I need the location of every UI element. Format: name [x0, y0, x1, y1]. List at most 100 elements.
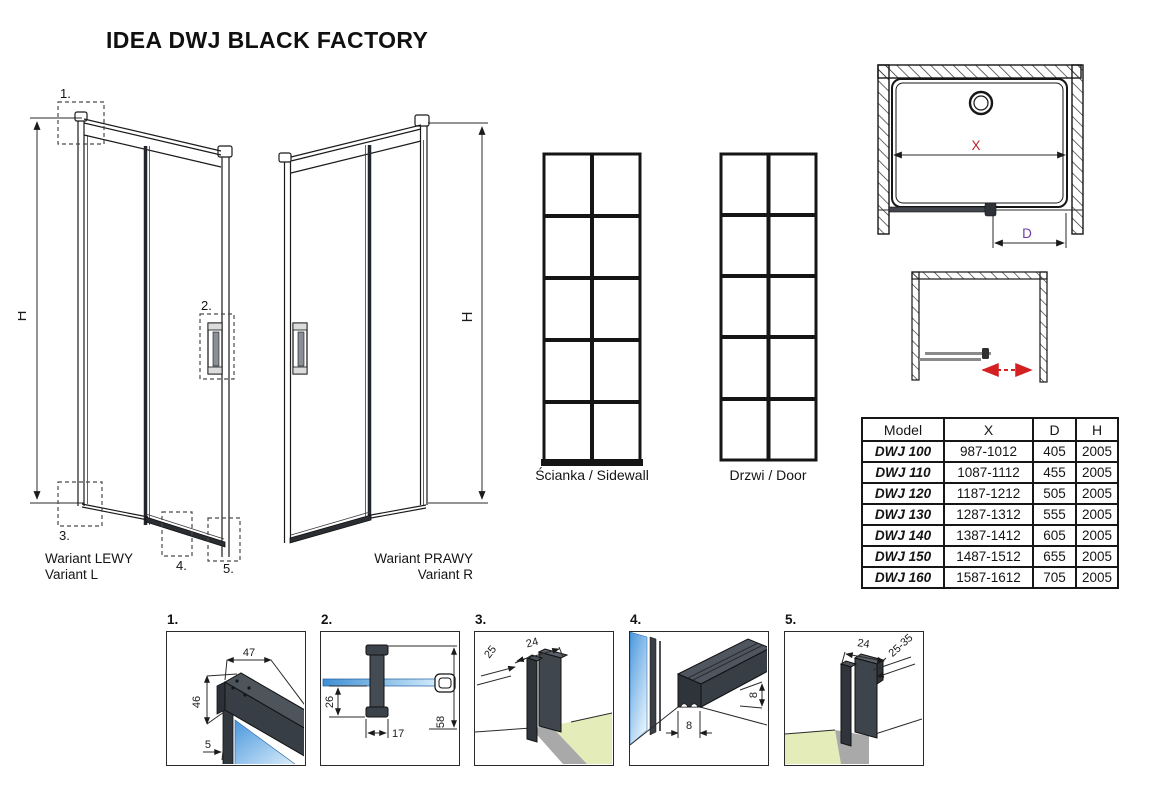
cell-d: 455	[1032, 461, 1077, 484]
callout-4: 4.	[176, 558, 187, 573]
cell-d: 555	[1032, 503, 1077, 526]
dim-h-label-right: H	[459, 312, 476, 323]
table-header-row: Model X D H	[861, 417, 1119, 442]
sliding-panels	[919, 348, 991, 361]
wall-profile	[525, 648, 569, 743]
cell-d: 405	[1032, 440, 1077, 463]
door-profile	[839, 653, 885, 747]
door-frame-right	[278, 114, 430, 544]
dim-25-35: 25-35	[887, 632, 916, 660]
table-row: DWJ 120 1187-1212 505 2005	[861, 482, 1119, 505]
cell-x: 987-1012	[943, 440, 1034, 463]
detail-5-box: 24 25-35	[784, 631, 924, 766]
detail-1-dimensions: 47 46 5	[191, 647, 314, 761]
table-row: DWJ 160 1587-1612 705 2005	[861, 566, 1119, 589]
dim-8-width: 8	[686, 720, 692, 732]
floor-green	[785, 730, 841, 764]
variant-right-line2: Variant R	[417, 567, 473, 582]
cell-d: 505	[1032, 482, 1077, 505]
cell-h: 2005	[1075, 524, 1119, 547]
sidewall-label: Ścianka / Sidewall	[535, 467, 649, 483]
walls-hatched	[877, 64, 1084, 235]
sliding-door-plan	[878, 202, 1083, 217]
cell-x: 1387-1412	[943, 524, 1034, 547]
detail-1-label: 1.	[167, 612, 179, 627]
callout-3: 3.	[59, 528, 70, 543]
door-handle-right	[292, 322, 308, 375]
diagram-door-grid	[719, 152, 818, 462]
detail-1-drawing: 47 46 5	[191, 647, 331, 768]
dim-8-height: 8	[748, 692, 760, 698]
detail-2-dimensions: 26 17 58	[324, 645, 457, 740]
cell-h: 2005	[1075, 545, 1119, 568]
size-table: Model X D H DWJ 100 987-1012 405 2005 DW…	[861, 417, 1119, 589]
callout-2: 2.	[201, 298, 212, 313]
detail-4-box: 8 8	[629, 631, 772, 766]
dim-x-label: X	[971, 138, 980, 153]
cell-h: 2005	[1075, 566, 1119, 589]
dim-24: 24	[525, 636, 540, 651]
handle-section	[365, 644, 389, 718]
height-dimension-right: H	[428, 122, 488, 504]
variant-right-line1: Wariant PRAWY	[374, 551, 473, 566]
floor-channel	[531, 726, 587, 764]
cell-x: 1587-1612	[943, 566, 1034, 589]
dim-26: 26	[324, 696, 336, 708]
dim-25: 25	[482, 644, 499, 661]
floor-green	[551, 713, 612, 764]
table-row: DWJ 130 1287-1312 555 2005	[861, 503, 1119, 526]
detail-2-drawing: 26 17 58	[322, 644, 457, 740]
height-dimension-left: H	[18, 117, 84, 504]
cell-d: 605	[1032, 524, 1077, 547]
detail-4-dimensions: 8 8	[666, 681, 765, 738]
glass-pane	[629, 631, 648, 746]
walls-hatched-2	[911, 271, 1048, 383]
wall-profile-end	[434, 673, 456, 693]
detail-3-label: 3.	[475, 612, 487, 627]
detail-3-box: 24 25	[474, 631, 614, 766]
dim-46: 46	[191, 696, 203, 708]
dim-47: 47	[243, 647, 255, 659]
detail-4-label: 4.	[630, 612, 642, 627]
table-row: DWJ 110 1087-1112 455 2005	[861, 461, 1119, 484]
cell-d: 705	[1032, 566, 1077, 589]
col-header-d: D	[1032, 417, 1077, 442]
cell-x: 1187-1212	[943, 482, 1034, 505]
variant-left-line1: Wariant LEWY	[45, 551, 134, 566]
col-header-h: H	[1075, 417, 1119, 442]
col-header-x: X	[943, 417, 1034, 442]
cell-x: 1287-1312	[943, 503, 1034, 526]
d-dimension: D	[992, 213, 1067, 248]
dim-h-label-left: H	[18, 311, 30, 322]
handle-plan-icon	[982, 348, 989, 359]
table-row: DWJ 150 1487-1512 655 2005	[861, 545, 1119, 568]
page-title: IDEA DWJ BLACK FACTORY	[106, 27, 429, 53]
cell-model: DWJ 140	[861, 524, 945, 547]
detail-2-box: 26 17 58	[320, 631, 460, 766]
cell-h: 2005	[1075, 461, 1119, 484]
door-frame-left	[74, 111, 233, 557]
detail-3-dimensions: 24 25	[476, 636, 564, 686]
detail-3-drawing: 24 25	[474, 636, 613, 764]
cell-model: DWJ 130	[861, 503, 945, 526]
cell-model: DWJ 150	[861, 545, 945, 568]
dim-d-label: D	[1022, 226, 1032, 241]
diagram-top-view: X D	[877, 64, 1084, 248]
callout-5: 5.	[223, 561, 234, 576]
cell-x: 1487-1512	[943, 545, 1034, 568]
x-dimension: X	[893, 138, 1066, 159]
cell-h: 2005	[1075, 503, 1119, 526]
dim-17: 17	[392, 728, 404, 740]
cell-model: DWJ 160	[861, 566, 945, 589]
detail-5-label: 5.	[785, 612, 797, 627]
cell-h: 2005	[1075, 440, 1119, 463]
table-row: DWJ 100 987-1012 405 2005	[861, 440, 1119, 463]
dim-5: 5	[205, 739, 211, 751]
door-handle-left	[207, 322, 223, 375]
detail-2-label: 2.	[321, 612, 333, 627]
cell-d: 655	[1032, 545, 1077, 568]
col-header-model: Model	[861, 417, 945, 442]
diagram-sidewall-grid	[541, 152, 643, 466]
callout-markers-left: 1. 2. 3. 4. 5.	[57, 86, 241, 576]
